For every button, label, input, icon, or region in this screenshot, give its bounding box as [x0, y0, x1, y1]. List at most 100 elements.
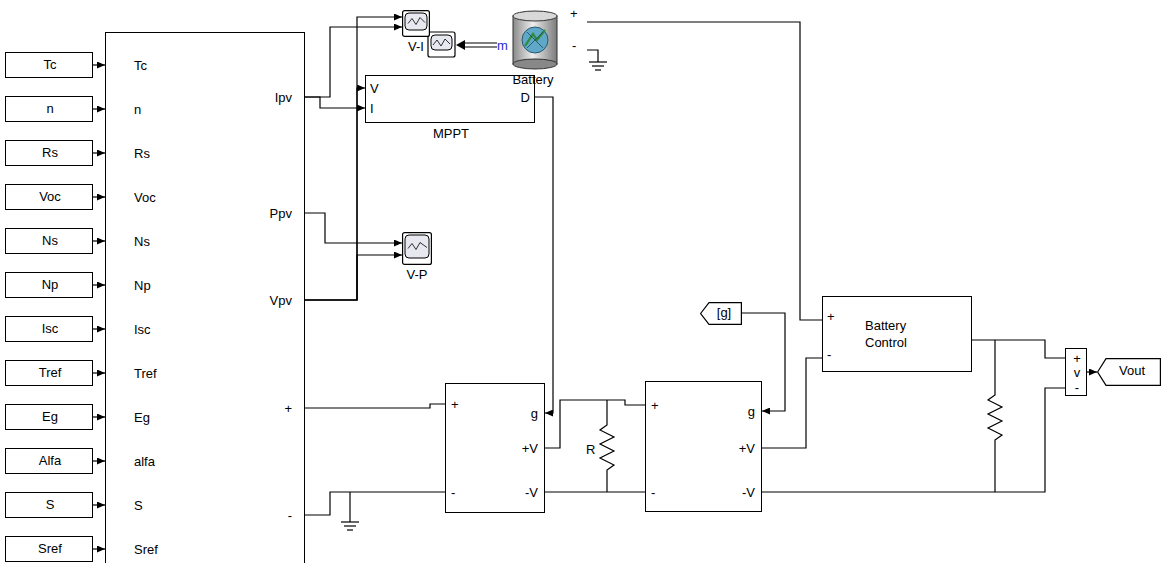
block-text: D	[521, 90, 530, 106]
ground-symbol	[595, 69, 601, 70]
power-wire	[587, 22, 822, 320]
signal-line	[93, 460, 105, 461]
converter-block: +-g+V-V	[445, 383, 545, 513]
block-text: -	[827, 347, 831, 363]
component-label: R	[586, 442, 595, 458]
block-text: V	[370, 81, 379, 97]
block-text: +	[651, 398, 659, 414]
scope-symbol	[428, 32, 455, 57]
block-text: Tc	[44, 57, 57, 73]
block-text: Eg	[134, 410, 150, 426]
voltage-sensor-block: +v-	[1065, 348, 1087, 396]
block-text: Tc	[134, 58, 147, 74]
constant-block: S	[5, 492, 93, 518]
scope-icon	[402, 10, 430, 37]
from-tag: [g]	[700, 302, 742, 325]
measurement-bus	[464, 46, 497, 47]
constant-block: n	[5, 96, 93, 122]
constant-block: Sref	[5, 536, 93, 562]
scope-block: V-I	[402, 10, 430, 37]
signal-line	[93, 328, 105, 329]
block-text: Vout	[1119, 363, 1145, 379]
block-text: [g]	[717, 305, 731, 321]
block-text: -	[288, 508, 292, 524]
signal-line	[305, 97, 365, 108]
block-text: Ppv	[270, 206, 292, 222]
power-wire	[762, 388, 1065, 492]
block-text: Tref	[39, 365, 62, 381]
block-text: Voc	[39, 189, 61, 205]
constant-block: Np	[5, 272, 93, 298]
block-text: m	[497, 38, 508, 54]
signal-line	[93, 372, 105, 373]
block-text: Eg	[42, 409, 58, 425]
signal-line	[1087, 371, 1097, 372]
constant-block: Tref	[5, 360, 93, 386]
block-text: I	[370, 101, 374, 117]
signal-line	[535, 97, 553, 413]
block-text: +	[451, 397, 459, 413]
power-wire	[545, 400, 645, 448]
power-wire	[762, 358, 822, 448]
signal-line	[305, 213, 402, 243]
converter-block: +-g+V-V	[645, 381, 762, 512]
block-text: Battery Control	[865, 317, 940, 351]
block-text: Np	[134, 278, 151, 294]
constant-block: Isc	[5, 316, 93, 342]
block-text: MPPT	[433, 126, 469, 142]
block-text: Isc	[134, 322, 151, 338]
block-text: Vpv	[270, 293, 292, 309]
power-wire	[972, 340, 1065, 358]
power-wire	[305, 404, 445, 408]
ground-symbol	[347, 529, 353, 530]
block-text: -	[651, 485, 655, 501]
wires	[341, 43, 1002, 530]
pv-array-subsystem: TcnRsVocNsNpIscTrefEgalfaSSrefIpvPpvVpv+…	[105, 32, 305, 563]
constant-block: Rs	[5, 140, 93, 166]
signal-line	[93, 240, 105, 241]
arrow-head	[456, 40, 465, 50]
signal-line	[93, 64, 105, 65]
power-wire	[545, 491, 645, 492]
block-text: Voc	[134, 190, 156, 206]
block-text: Tref	[134, 366, 157, 382]
battery-icon	[509, 8, 565, 70]
goto-tag: Vout	[1097, 358, 1161, 386]
constant-block: Tc	[5, 52, 93, 78]
block-text: S	[134, 498, 143, 514]
ground-symbol	[589, 61, 607, 62]
block-text: V-I	[408, 39, 424, 55]
block-text: n	[134, 102, 141, 118]
block-text: Ipv	[275, 90, 292, 106]
block-text: -V	[742, 485, 755, 501]
battery-block: m+-Battery	[497, 8, 587, 70]
block-text: Ns	[42, 233, 58, 249]
ground-wire	[349, 492, 350, 522]
block-text: alfa	[134, 454, 155, 470]
block-text: g	[748, 404, 755, 420]
constant-block: Ns	[5, 228, 93, 254]
block-text: +	[827, 309, 835, 325]
block-text: Ns	[134, 234, 150, 250]
ground-symbol	[592, 65, 604, 66]
signal-line	[305, 88, 365, 300]
mppt-block: VIDMPPT	[365, 75, 535, 123]
block-text: Alfa	[39, 453, 61, 469]
signal-line	[305, 17, 402, 300]
signal-line	[93, 284, 105, 285]
block-text: +V	[522, 441, 538, 457]
block-text: +	[1073, 351, 1081, 367]
scope-block: V-P	[402, 232, 432, 265]
constant-block: Voc	[5, 184, 93, 210]
ground-wire	[587, 50, 598, 62]
block-text: V-P	[407, 267, 428, 283]
block-text: Rs	[134, 146, 150, 162]
resistor-symbol	[988, 340, 1002, 492]
resistor-symbol	[600, 400, 614, 492]
block-text: n	[46, 101, 53, 117]
block-text: Isc	[42, 321, 59, 337]
signal-line	[93, 416, 105, 417]
signal-line	[93, 108, 105, 109]
block-text: +	[284, 401, 292, 417]
ground-symbol	[344, 525, 356, 526]
